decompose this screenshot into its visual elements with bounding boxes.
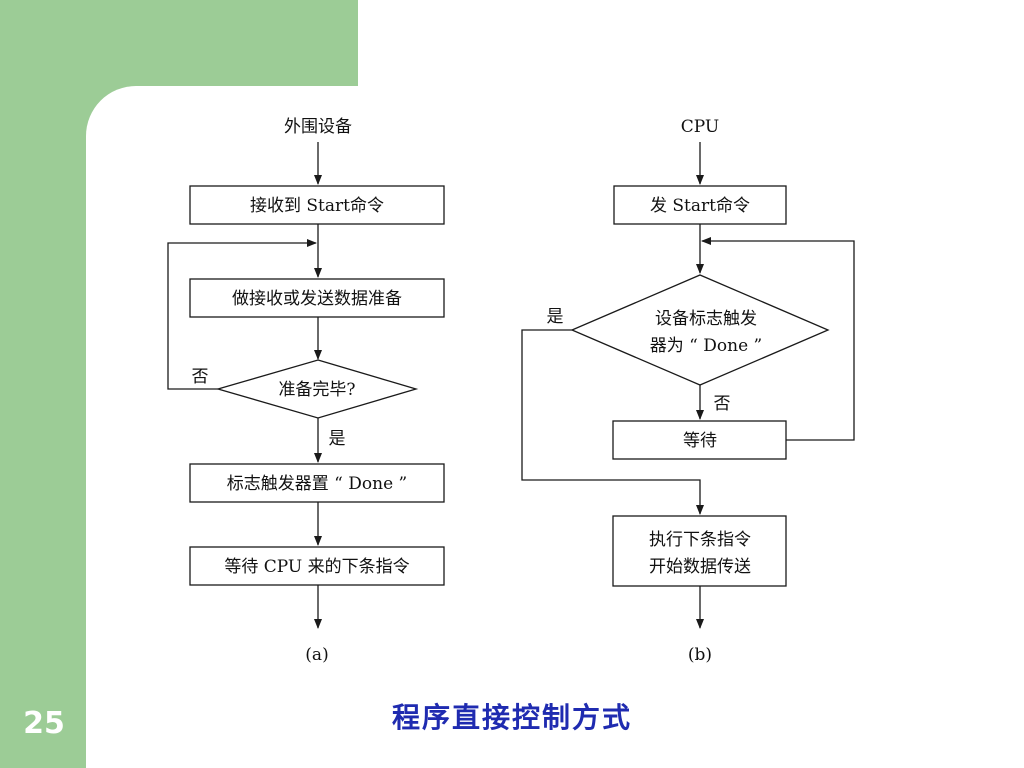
- b-execute-box: [612, 515, 787, 587]
- a-sub-caption: (a): [305, 645, 328, 665]
- b-final-line1: 执行下条指令: [649, 530, 751, 550]
- b-yes-arrow: [521, 329, 704, 515]
- a-ready-decision-text: 准备完毕?: [278, 380, 355, 400]
- a-no-label: 否: [192, 367, 209, 387]
- slide-top-panel: [358, 0, 1024, 100]
- a-prepare-box: [189, 278, 445, 318]
- a-loop-arrow: [167, 239, 317, 390]
- a-prepare-text: 做接收或发送数据准备: [232, 289, 402, 309]
- a-receive-start-text: 接收到 Start命令: [250, 196, 384, 216]
- flowchart-a: 外围设备 接收到 Start命令 做接收或发送数据准备 准备完毕? 否 是 标志…: [167, 117, 445, 665]
- a-receive-start-box: [189, 185, 445, 225]
- a-set-done-box: [189, 463, 445, 503]
- flowchart-b: CPU 发 Start命令 设备标志触发 器为 “ Done ” 否 等待 是 …: [521, 117, 855, 665]
- page-number: 25: [23, 706, 65, 741]
- a-start-label: 外围设备: [284, 117, 352, 137]
- a-wait-cpu-box: [189, 546, 445, 586]
- b-no-label: 否: [714, 394, 731, 414]
- b-wait-box: [612, 420, 787, 460]
- b-decision-line1: 设备标志触发: [655, 309, 757, 329]
- b-yes-label: 是: [547, 307, 564, 327]
- a-yes-label: 是: [329, 429, 346, 449]
- b-send-start-box: [613, 185, 787, 225]
- slide-caption: 程序直接控制方式: [391, 701, 632, 734]
- a-wait-cpu-text: 等待 CPU 来的下条指令: [224, 557, 409, 577]
- b-start-label: CPU: [681, 117, 719, 137]
- b-done-decision: [570, 274, 830, 386]
- b-send-start-text: 发 Start命令: [650, 196, 750, 216]
- b-decision-line2: 器为 “ Done ”: [650, 336, 762, 356]
- b-loop-arrow: [701, 237, 855, 441]
- b-sub-caption: (b): [688, 645, 712, 665]
- b-final-line2: 开始数据传送: [649, 557, 751, 577]
- a-set-done-text: 标志触发器置 “ Done ”: [227, 474, 407, 494]
- b-wait-text: 等待: [683, 431, 717, 451]
